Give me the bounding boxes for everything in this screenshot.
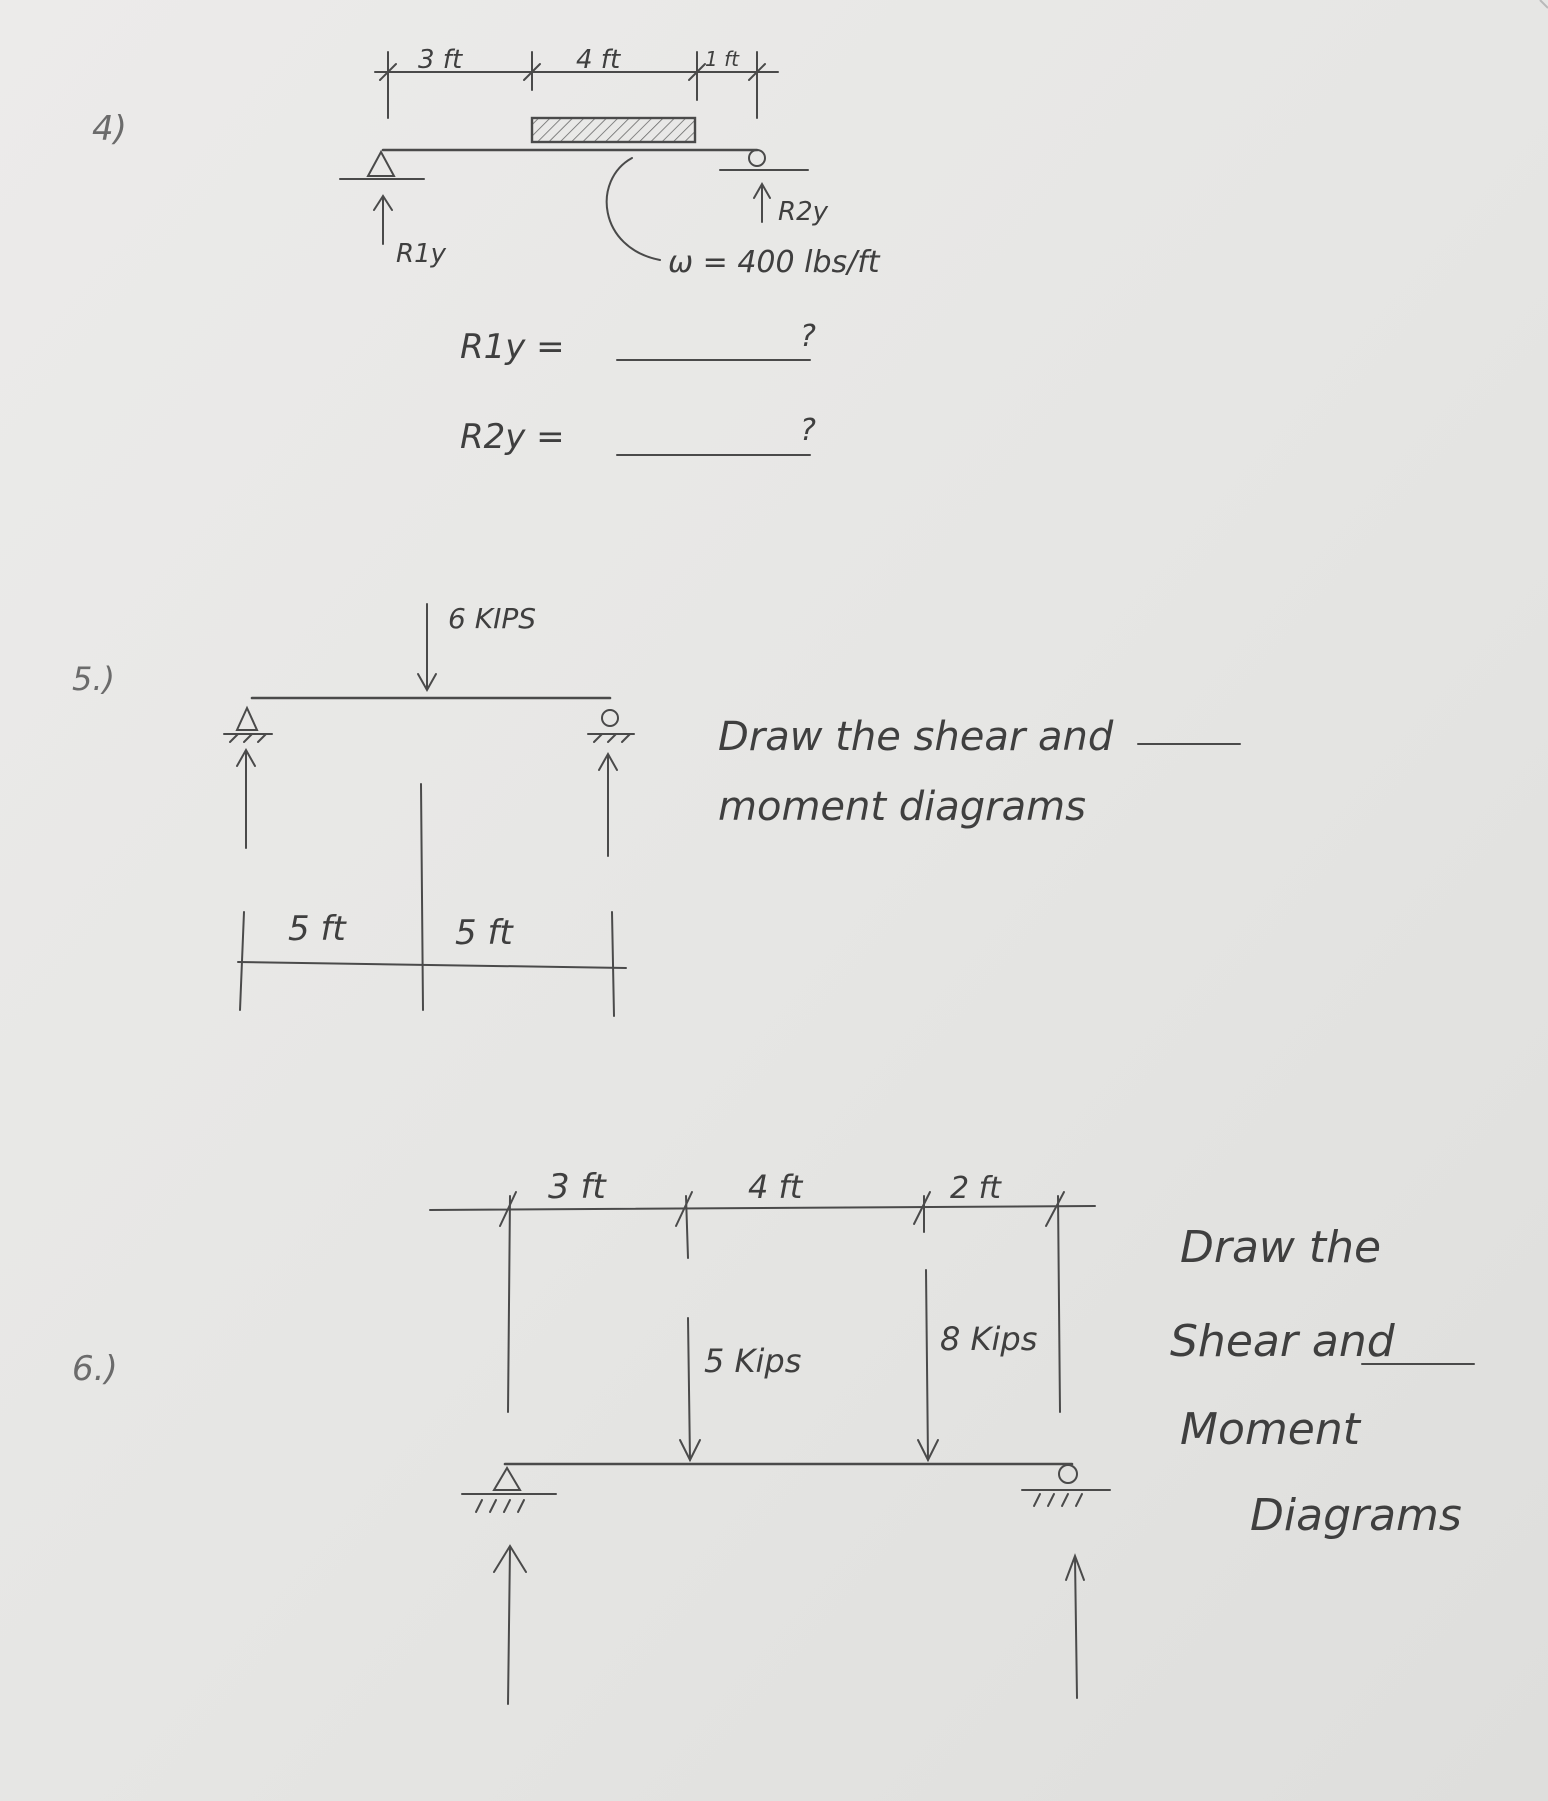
page-corner	[1539, 0, 1548, 9]
problem-6-point-load-2-arrow	[917, 1269, 939, 1463]
problem-4-reaction-1-label: R1y	[396, 239, 447, 269]
problem-5-midspan-line	[420, 783, 424, 1011]
problem-6-reaction-arrow-right	[1065, 1553, 1085, 1699]
problem-6-reaction-arrow-left	[493, 1544, 527, 1705]
problem-4-dim-4ft: 4 ft	[576, 45, 621, 75]
r2y-question-label: R2y =	[460, 417, 565, 457]
problem-6-roller-support	[1021, 1464, 1111, 1507]
problem-6-dim-2ft: 2 ft	[950, 1171, 1002, 1206]
problem-4: 4) 3 ft 4 ft 1 ft	[92, 45, 881, 457]
problem-6-pin-support	[461, 1466, 557, 1513]
problem-4-dimension-line	[374, 51, 779, 119]
problem-6-instruction-line-4: Diagrams	[1250, 1490, 1462, 1541]
r2y-answer: ?	[800, 413, 816, 448]
problem-6-instruction-line-1: Draw the	[1180, 1222, 1381, 1273]
problem-5-reaction-arrow-left	[236, 747, 256, 849]
problem-4-dim-1ft: 1 ft	[705, 47, 740, 71]
problem-4-roller-support	[719, 149, 809, 171]
problem-6-load-2-label: 8 Kips	[940, 1320, 1037, 1358]
problem-5-roller-support	[587, 709, 635, 743]
problem-5-dim-right: 5 ft	[455, 913, 514, 953]
problem-5-dim-left: 5 ft	[288, 909, 347, 949]
problem-4-reaction-arrow-2	[753, 181, 771, 223]
problem-6-dimension-line	[429, 1191, 1096, 1413]
problem-5-number: 5.)	[72, 660, 115, 698]
problem-4-pin-support	[339, 149, 425, 180]
problem-6-number: 6.)	[72, 1349, 118, 1389]
problem-5-instruction-line-2: moment diagrams	[718, 784, 1086, 830]
problem-6: 6.) 3 ft 4 ft 2 ft 5 Kips 8 Kips	[72, 1167, 1475, 1705]
problem-6-point-load-1-arrow	[679, 1317, 701, 1463]
r1y-answer: ?	[800, 319, 816, 354]
problem-5-pin-support	[223, 705, 273, 743]
load-leader-curve	[605, 157, 661, 261]
problem-6-instruction-line-3: Moment	[1180, 1404, 1362, 1455]
r1y-question-label: R1y =	[460, 327, 565, 367]
problem-6-load-1-label: 5 Kips	[704, 1342, 801, 1380]
problem-4-reaction-arrow-1	[373, 194, 393, 245]
problem-6-instruction-line-2: Shear and	[1170, 1316, 1396, 1367]
problem-5-dimension-line	[237, 911, 627, 1017]
problem-5-instruction-line-1: Draw the shear and	[718, 714, 1114, 760]
distributed-load-label: ω = 400 lbs/ft	[668, 245, 881, 280]
distributed-load-block	[530, 116, 697, 144]
problem-4-number: 4)	[92, 109, 127, 149]
problem-5-reaction-arrow-right	[598, 751, 618, 857]
problem-5: 5.) 6 KIPS	[72, 602, 1241, 1017]
problem-4-dim-3ft: 3 ft	[418, 45, 463, 75]
problem-6-dim-3ft: 3 ft	[548, 1167, 607, 1207]
problem-5-point-load-arrow	[417, 603, 437, 693]
problem-5-load-label: 6 KIPS	[448, 602, 536, 635]
problem-6-dim-4ft: 4 ft	[748, 1168, 804, 1206]
problem-4-reaction-2-label: R2y	[778, 197, 829, 227]
